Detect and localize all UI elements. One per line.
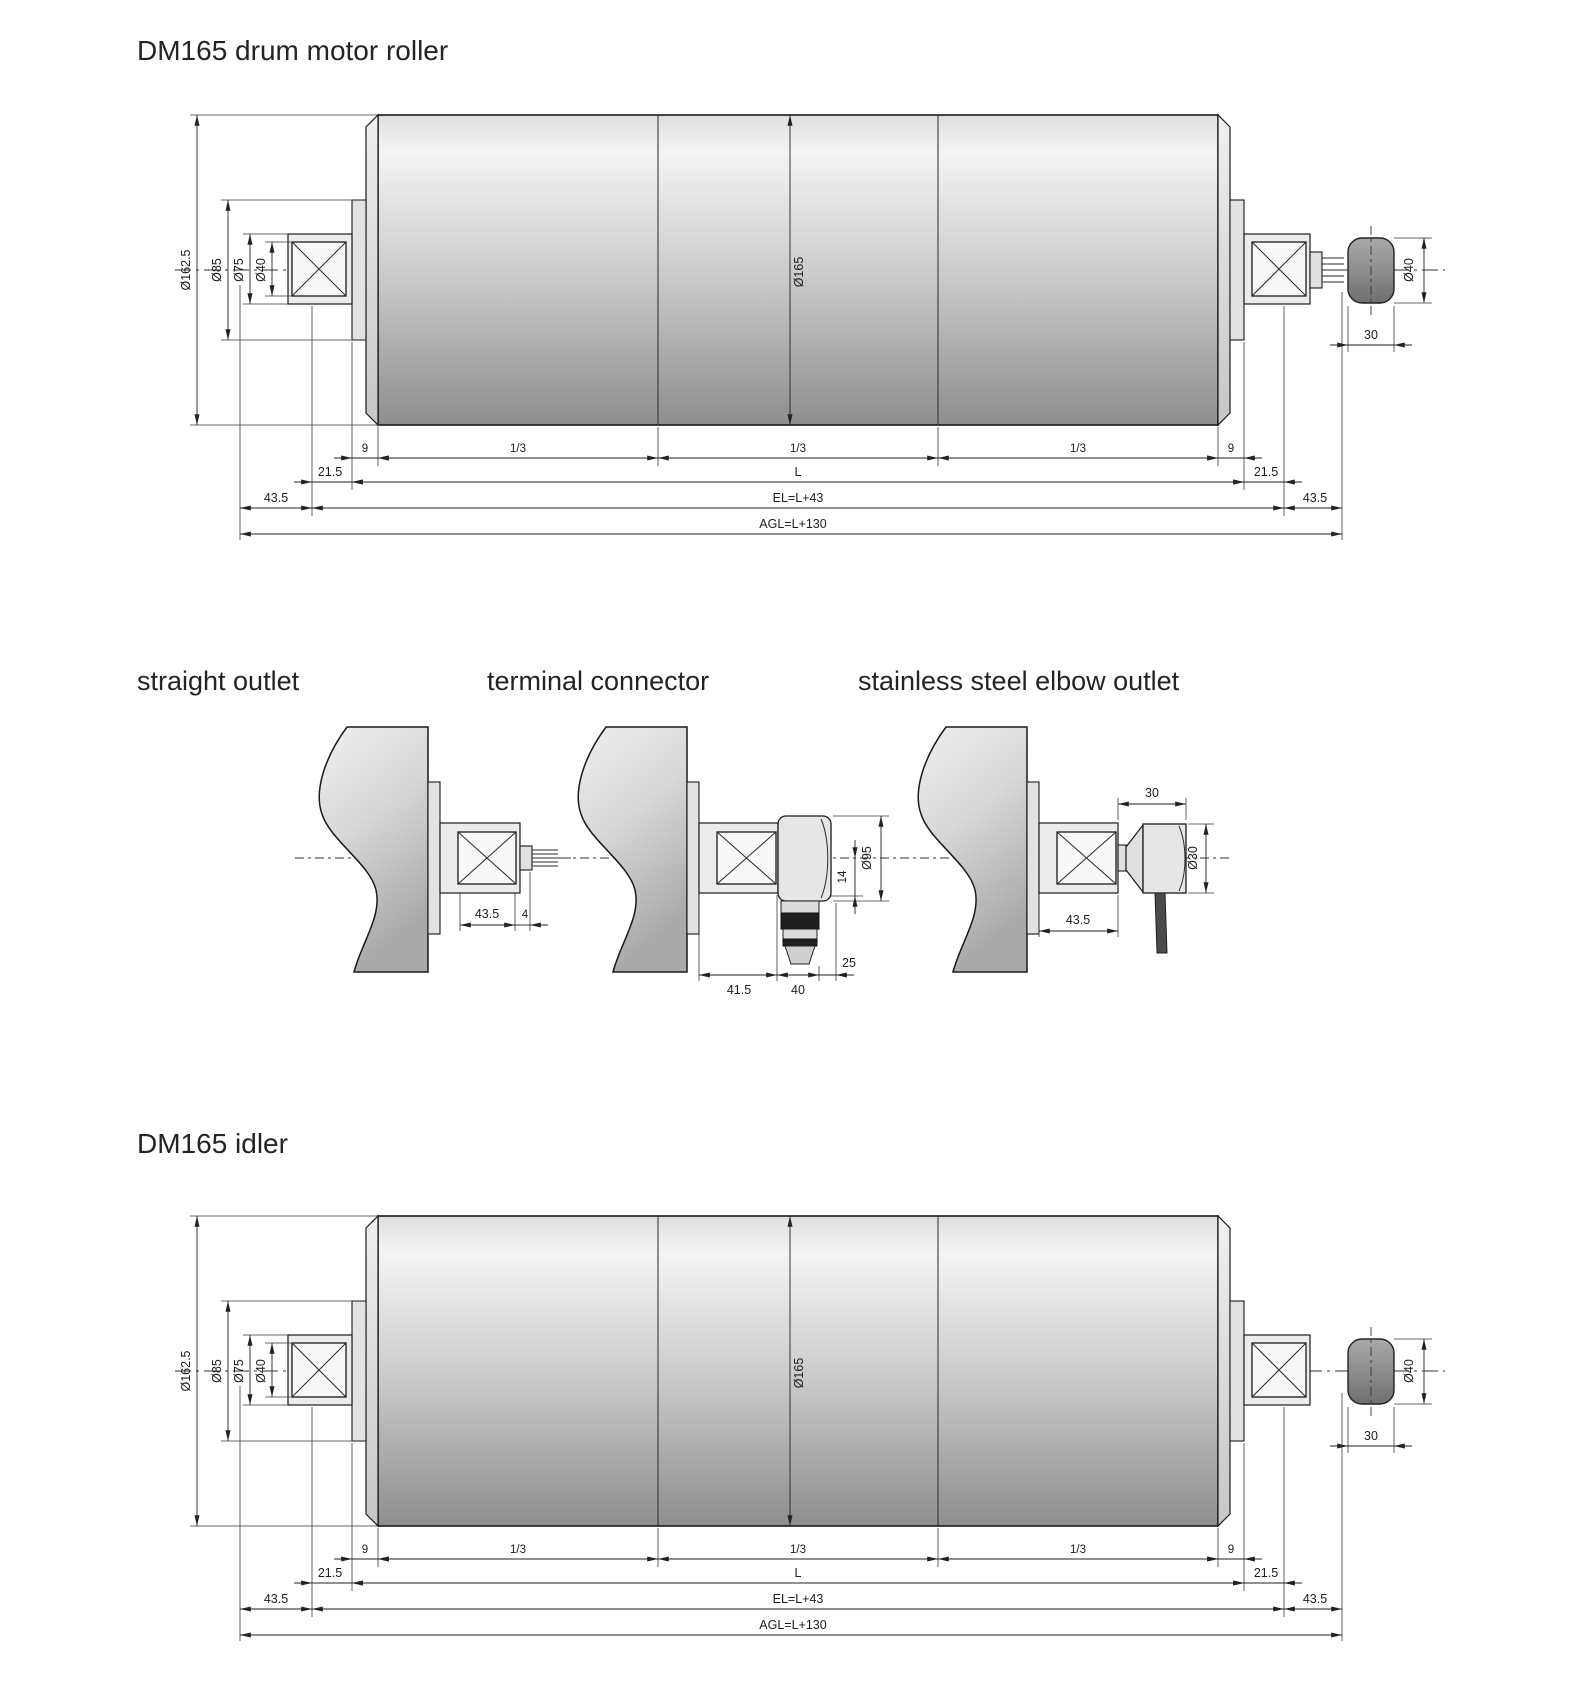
bearing-cross — [457, 831, 517, 885]
dim-label-415: 41.5 — [727, 983, 751, 997]
terminal-connector-title: terminal connector — [487, 666, 709, 696]
cable-straight-outlet — [532, 849, 558, 867]
dim-label-215-right: 21.5 — [1254, 465, 1278, 479]
dim-label-435-right: 43.5 — [1303, 491, 1327, 505]
idler-view: DM165 idler Ø162.5 Ø85 Ø75 Ø40 Ø165 Ø40 … — [137, 1128, 1445, 1641]
dim-label-215-left: 21.5 — [318, 1566, 342, 1580]
dim-label-14: 14 — [837, 870, 849, 883]
drum-dimension-labels: Ø162.5 Ø85 Ø75 Ø40 Ø165 Ø40 30 9 1/3 1/3… — [179, 249, 1416, 531]
dim-label-40: Ø40 — [254, 258, 268, 282]
elbow-nut — [1117, 844, 1127, 872]
dim-label-9-left: 9 — [362, 443, 368, 455]
cap-step — [427, 781, 441, 935]
stub-nut — [1309, 251, 1323, 289]
dim-label-85: Ø85 — [210, 1359, 224, 1383]
dim-label-40: 40 — [791, 983, 805, 997]
dim-label-435-right: 43.5 — [1303, 1592, 1327, 1606]
outlet-details: straight outlet terminal connector stain… — [137, 666, 1232, 997]
dim-label-435-left: 43.5 — [264, 1592, 288, 1606]
straight-outlet-title: straight outlet — [137, 666, 300, 696]
dim-label-shaft-end-diameter: Ø40 — [1402, 258, 1416, 282]
dim-label-shell-diameter: Ø162.5 — [179, 1350, 193, 1391]
cable-elbow-outlet — [1154, 892, 1168, 954]
dim-label-EL: EL=L+43 — [773, 1592, 824, 1606]
dim-label-dia30: Ø30 — [1186, 846, 1200, 870]
dim-label-75: Ø75 — [232, 258, 246, 282]
stub-threads — [1322, 257, 1344, 283]
elbow-cone — [1125, 823, 1144, 894]
cable-gland-nut — [519, 845, 533, 871]
cap-step — [686, 781, 700, 935]
dim-label-85: Ø85 — [210, 258, 224, 282]
drum-motor-view: DM165 drum motor roller Ø162.5 Ø85 Ø75 Ø… — [137, 35, 1445, 540]
dim-label-AGL: AGL=L+130 — [759, 1618, 826, 1632]
dim-label-tube-diameter: Ø165 — [792, 1358, 806, 1389]
dim-label-30: 30 — [1145, 786, 1159, 800]
drum-body-break — [318, 726, 429, 973]
elbow-cylinder — [1142, 823, 1187, 894]
dim-label-third-3: 1/3 — [1070, 1544, 1086, 1556]
drum-motor-title: DM165 drum motor roller — [137, 35, 448, 66]
dim-label-40: Ø40 — [254, 1359, 268, 1383]
dim-label-third-1: 1/3 — [510, 1544, 526, 1556]
dim-label-L: L — [795, 465, 802, 479]
dim-label-75: Ø75 — [232, 1359, 246, 1383]
dim-label-third-2: 1/3 — [790, 1544, 806, 1556]
dimensions: 43.5 4 — [459, 872, 548, 931]
cap-step — [1026, 781, 1040, 935]
idler-title: DM165 idler — [137, 1128, 288, 1159]
bearing-cross — [716, 831, 777, 885]
dim-label-435: 43.5 — [475, 907, 499, 921]
dim-label-435-left: 43.5 — [264, 491, 288, 505]
dim-label-25: 25 — [842, 956, 856, 970]
dim-label-L: L — [795, 1566, 802, 1580]
shaft-thread-stub — [1309, 251, 1344, 289]
terminal-housing — [777, 815, 832, 902]
dim-label-435: 43.5 — [1066, 913, 1090, 927]
dim-label-dia95: Ø95 — [860, 846, 874, 870]
dim-label-AGL: AGL=L+130 — [759, 517, 826, 531]
drum-body-break — [577, 726, 688, 973]
dim-label-shaft-end-diameter: Ø40 — [1402, 1359, 1416, 1383]
elbow-cylinder-face — [1178, 825, 1186, 892]
dim-label-third-2: 1/3 — [790, 443, 806, 455]
dim-label-third-1: 1/3 — [510, 443, 526, 455]
terminal-connector-plug — [780, 900, 820, 965]
elbow-outlet-title: stainless steel elbow outlet — [858, 666, 1180, 696]
terminal-housing-face — [820, 818, 829, 899]
idler-dimension-labels: Ø162.5 Ø85 Ø75 Ø40 Ø165 Ø40 30 9 1/3 1/3… — [179, 1350, 1416, 1632]
bearing-cross — [1056, 831, 1117, 885]
dim-label-third-3: 1/3 — [1070, 443, 1086, 455]
dimensions: 30 Ø30 43.5 — [1038, 786, 1214, 937]
terminal-connector-view: Ø95 14 41.5 40 25 — [560, 726, 905, 997]
dim-label-9-right: 9 — [1228, 443, 1234, 455]
dim-label-215-right: 21.5 — [1254, 1566, 1278, 1580]
dim-label-30: 30 — [1364, 328, 1378, 342]
dim-label-shell-diameter: Ø162.5 — [179, 249, 193, 290]
straight-outlet-view: 43.5 4 — [295, 726, 575, 973]
dim-label-215-left: 21.5 — [318, 465, 342, 479]
elbow-outlet-view: 30 Ø30 43.5 — [900, 726, 1232, 973]
dim-label-9-left: 9 — [362, 1544, 368, 1556]
dimensions: Ø95 14 41.5 40 25 — [698, 815, 889, 997]
dim-label-9-right: 9 — [1228, 1544, 1234, 1556]
dim-label-4: 4 — [522, 909, 529, 921]
dim-label-EL: EL=L+43 — [773, 491, 824, 505]
drum-body-break — [917, 726, 1028, 973]
dim-label-30: 30 — [1364, 1429, 1378, 1443]
dim-label-tube-diameter: Ø165 — [792, 257, 806, 288]
